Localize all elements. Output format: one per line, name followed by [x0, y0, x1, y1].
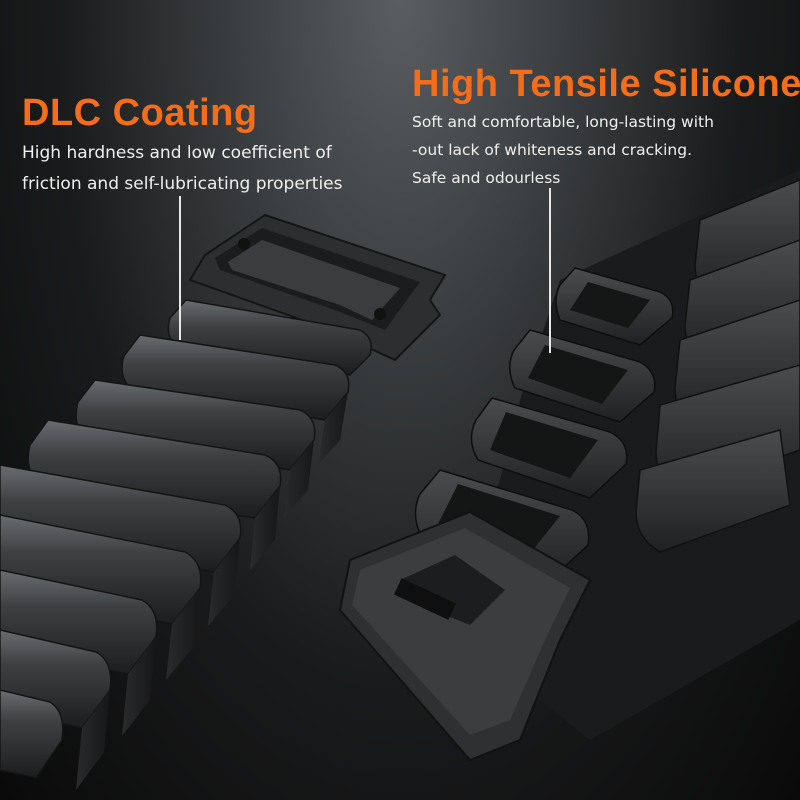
silicone-pad: [555, 267, 674, 346]
right-connector: [338, 510, 592, 762]
dlc-link: [167, 299, 372, 376]
description-line: friction and self-lubricating properties: [22, 174, 343, 194]
description-line: -out lack of whiteness and cracking.: [412, 141, 693, 159]
silicone-description: Soft and comfortable, long-lasting with …: [412, 108, 714, 192]
dlc-band: [0, 213, 447, 790]
left-connector: [188, 213, 447, 362]
dlc-link: [121, 334, 350, 465]
dlc-link: [75, 379, 316, 518]
dlc-link: [0, 464, 242, 626]
description-line: Soft and comfortable, long-lasting with: [412, 113, 714, 131]
dlc-link: [0, 689, 64, 779]
dlc-coating-heading: DLC Coating: [22, 92, 258, 134]
description-line: Safe and odourless: [412, 169, 561, 187]
dlc-link: [27, 419, 282, 570]
dlc-coating-description: High hardness and low coefficient of fri…: [22, 138, 343, 200]
silicone-pointer-line: [549, 188, 551, 353]
description-line: High hardness and low coefficient of: [22, 143, 332, 163]
silicone-heading: High Tensile Silicone: [412, 63, 800, 105]
silicone-pad: [509, 329, 656, 423]
silicone-band: [338, 170, 800, 762]
dlc-pointer-line: [179, 196, 181, 340]
silicone-pad: [470, 397, 628, 499]
